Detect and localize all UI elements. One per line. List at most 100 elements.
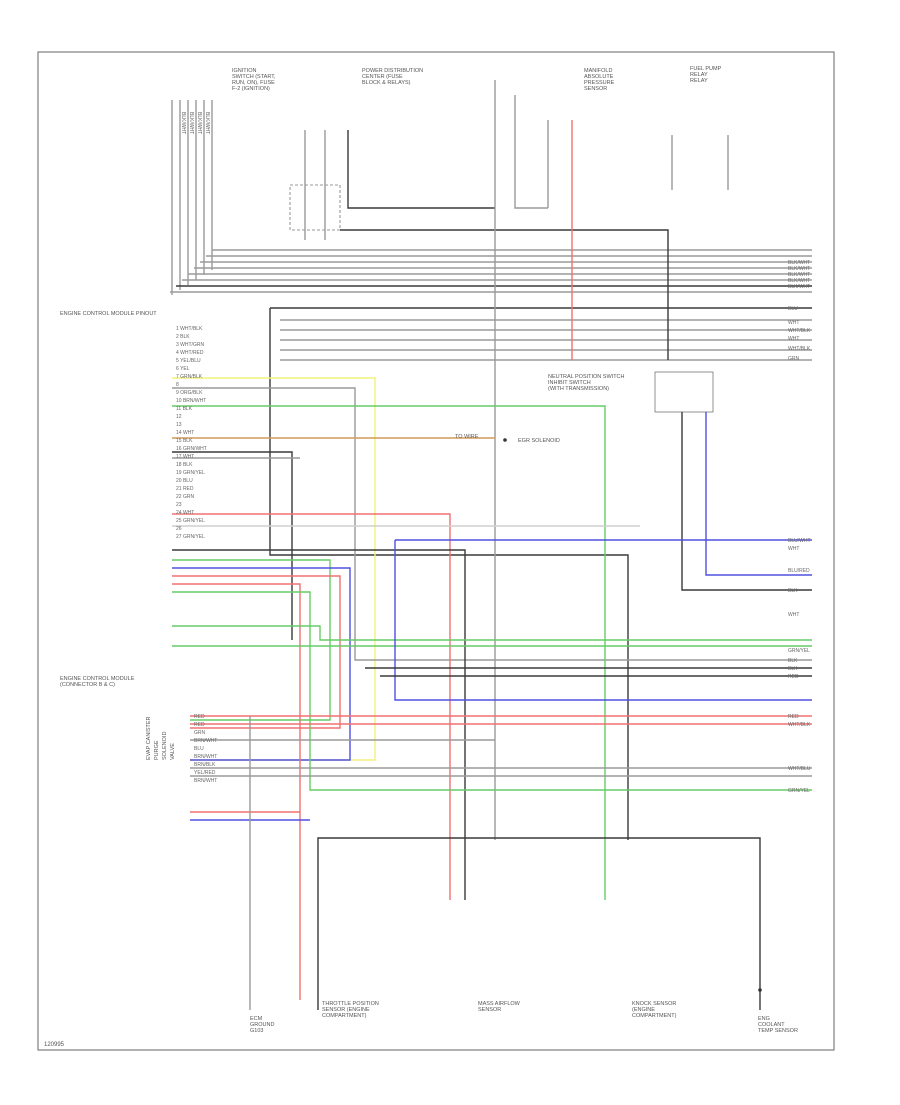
caption-map-sensor-line: ABSOLUTE: [584, 74, 614, 80]
ecm-pin-label: 4 WHT/RED: [176, 350, 204, 356]
ecm-pin-label: 27 GRN/YEL: [176, 534, 205, 540]
ecm-pin-label: 16 GRN/WHT: [176, 446, 207, 452]
ecm-pin-label: 6 YEL: [176, 366, 190, 372]
caption-ecm-line: ENGINE CONTROL MODULE: [60, 676, 135, 682]
caption-coolant-line: ENG: [758, 1016, 770, 1022]
right-wire-label: WHT/BLK: [788, 328, 811, 334]
ecm-pin-label: 19 GRN/YEL: [176, 470, 205, 476]
right-wire-label: RED: [788, 674, 799, 680]
ecm-pin-label: 11 BLK: [176, 406, 193, 412]
caption-maf-line: SENSOR: [478, 1007, 501, 1013]
ecm-pin-label: 21 RED: [176, 486, 194, 492]
ecm-pin-label: 7 GRN/BLK: [176, 374, 203, 380]
right-wire-label: BLK/WHT: [788, 272, 810, 278]
ecm-pin-label: 18 BLK: [176, 462, 193, 468]
ecm-pin-label: 13: [176, 422, 182, 428]
green-signal-wire: [172, 405, 606, 900]
right-wire-label: BLK/WHT: [788, 278, 810, 284]
right-wire-label: WHT/BLU: [788, 766, 811, 772]
right-wire-label: WHT: [788, 612, 799, 618]
right-wire-label: BLK: [788, 588, 798, 594]
right-wire-label: BLK/WHT: [788, 284, 810, 290]
ecm-pin-label: 23: [176, 502, 182, 508]
caption-evap: VALVE: [170, 743, 176, 760]
red-tps-wire: [172, 583, 301, 1000]
caption-tps-line: COMPARTMENT): [322, 1013, 367, 1019]
bottom-loop-wire: [317, 837, 761, 1010]
right-wire-label: WHT: [788, 336, 799, 342]
caption-maf-line: MASS AIRFLOW: [478, 1001, 521, 1007]
connector-block: [289, 184, 341, 231]
map-ref-wire: [514, 95, 548, 209]
sensor-wire-label: RED: [194, 714, 205, 720]
right-wire-label: GRN: [788, 356, 800, 362]
right-wire-label: BLK/WHT: [788, 260, 810, 266]
red-sensor-wire: [172, 513, 451, 900]
caption-pdc-line: BLOCK & RELAYS): [362, 80, 411, 86]
caption-knock-line: COMPARTMENT): [632, 1013, 677, 1019]
caption-tps-line: THROTTLE POSITION: [322, 1001, 379, 1007]
ecm-pin-label: 20 BLU: [176, 478, 193, 484]
diagram-frame: [37, 51, 835, 1051]
sensor-wire-label: BLU: [194, 746, 204, 752]
green-knock-wire: [172, 625, 812, 641]
green-tps-wire: [172, 591, 812, 791]
right-wire-label: WHT/BLK: [788, 722, 811, 728]
caption-pdc-line: CENTER (FUSE: [362, 74, 403, 80]
caption-neutral-switch-line: NEUTRAL POSITION SWITCH: [548, 374, 625, 380]
right-wire-label: WHT/BLK: [788, 346, 811, 352]
caption-ignition-line: RUN, ON), FUSE: [232, 80, 275, 86]
caption-evap: EVAP CANISTER: [146, 716, 152, 760]
pdc-feed-wire: [347, 130, 495, 209]
grey-signal-wire: [172, 387, 812, 661]
caption-ecm-ground-line: G103: [250, 1028, 263, 1034]
sensor-wire-label: BRN/BLK: [194, 762, 216, 768]
ignition-wire-label: BLK/WHT: [204, 112, 210, 134]
right-wire-label: BLU: [788, 306, 798, 312]
blue-ecm-wire-3: [394, 540, 812, 701]
ecm-pin-label: 24 WHT: [176, 510, 194, 516]
caption-tps-line: SENSOR (ENGINE: [322, 1007, 370, 1013]
neutral-switch-wire-2: [705, 412, 812, 576]
ignition-wire-label: BLK/WHT: [196, 112, 202, 134]
right-wire-label: GRN/YEL: [788, 788, 810, 794]
ecm-pin-label: 22 GRN: [176, 494, 194, 500]
wire-layer: [170, 80, 812, 1010]
caption-ecm-ground-line: ECM: [250, 1016, 263, 1022]
ecm-pin-label: 5 YEL/BLU: [176, 358, 201, 364]
egr-terminal: [503, 438, 507, 442]
caption-map-sensor-line: SENSOR: [584, 86, 607, 92]
caption-neutral-switch-line: INHIBIT SWITCH: [548, 380, 591, 386]
caption-fuel-pump-line: RELAY: [690, 72, 708, 78]
right-wire-label: BLK/WHT: [788, 266, 810, 272]
ecm-pin-label: 25 GRN/YEL: [176, 518, 205, 524]
sensor-wire-label: BRN/WHT: [194, 754, 217, 760]
caption-fuel-pump-line: FUEL PUMP: [690, 66, 722, 72]
right-wire-label: WHT: [788, 320, 799, 326]
sensor-wire-label: GRN: [194, 730, 206, 736]
ecm-pin-label: 3 WHT/GRN: [176, 342, 204, 348]
ecm-pin-label: 1 WHT/BLK: [176, 326, 203, 332]
relay-feed-wire: [340, 229, 669, 360]
ecm-pin-label: 12: [176, 414, 182, 420]
caption-mid-note-line: TO WIRE: [455, 434, 479, 440]
caption-knock-line: (ENGINE: [632, 1007, 655, 1013]
caption-coolant-line: COOLANT: [758, 1022, 785, 1028]
caption-egr: EGR SOLENOID: [518, 438, 560, 444]
sensor-wire-label: BRN/WHT: [194, 778, 217, 784]
sensor-wire-label: RED: [194, 722, 205, 728]
caption-knock-line: KNOCK SENSOR: [632, 1001, 676, 1007]
ignition-wire-label: BLK/WHT: [180, 112, 186, 134]
right-wire-label: GRN/YEL: [788, 648, 810, 654]
neutral-switch-body: [654, 371, 714, 413]
ecm-pin-label: 10 BRN/WHT: [176, 398, 206, 404]
caption-ecm-ground-line: GROUND: [250, 1022, 274, 1028]
right-wire-label: BLU/RED: [788, 568, 810, 574]
caption-evap: SOLENOID: [162, 732, 168, 760]
right-wire-label: RED: [788, 714, 799, 720]
caption-evap: PURGE: [154, 740, 160, 760]
ecm-pin-label: 14 WHT: [176, 430, 194, 436]
black-sensor-wire: [172, 549, 466, 900]
